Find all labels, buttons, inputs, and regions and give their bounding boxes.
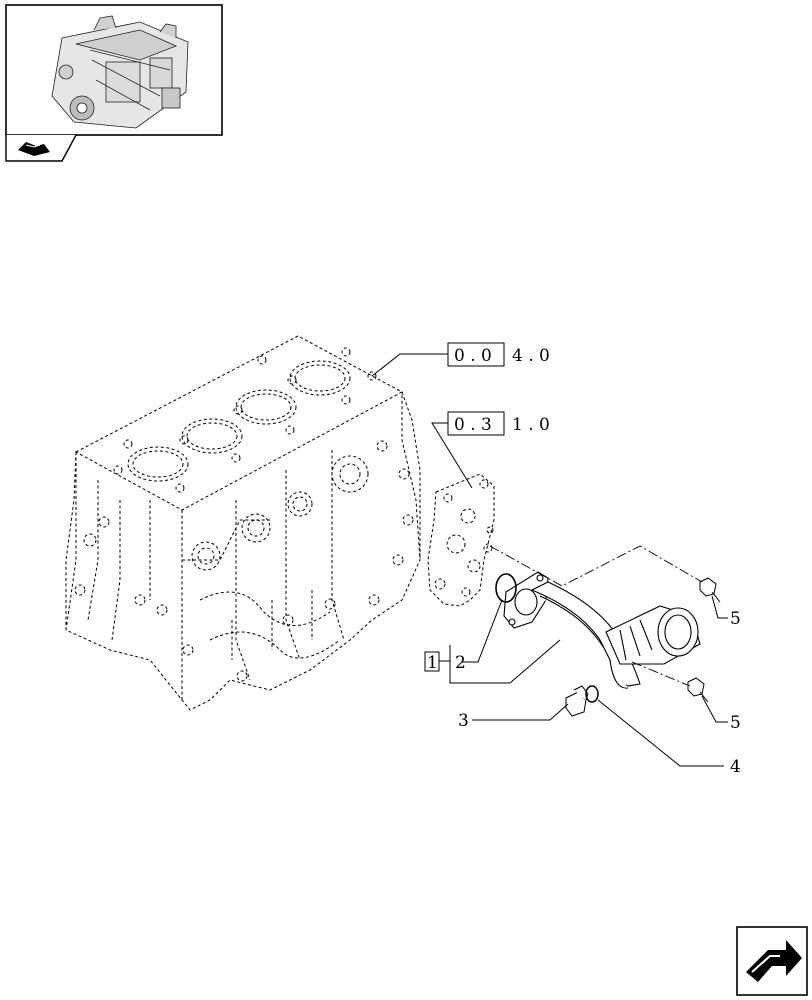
- callout-5-upper-label: 5: [730, 609, 741, 629]
- callout-5-lower-label: 5: [730, 713, 741, 733]
- reference-boxed-text: 0 . 3: [454, 415, 492, 435]
- next-page-arrow-icon: [746, 940, 802, 982]
- plug-3: [565, 685, 589, 717]
- reference-boxed-text: 0 . 0: [454, 346, 492, 366]
- next-page-button[interactable]: [736, 926, 808, 996]
- callout-group-1: 1: [424, 651, 440, 673]
- engine-thumbnail[interactable]: [5, 4, 223, 136]
- front-cover-plate: [427, 473, 495, 607]
- page-tab[interactable]: [5, 134, 77, 162]
- callout-3-label: 3: [458, 711, 469, 731]
- reference-0-04-0[interactable]: 0 . 0 4 . 0: [447, 342, 550, 367]
- callout-4-label: 4: [730, 757, 741, 777]
- oil-pipe-assembly: [503, 571, 701, 689]
- callout-1-label: 1: [427, 653, 438, 673]
- o-ring-2: [495, 573, 517, 603]
- leader-lines: [371, 353, 728, 767]
- screw-5-upper: [699, 577, 721, 603]
- reference-rest-text: 1 . 0: [512, 415, 550, 435]
- reference-rest-text: 4 . 0: [512, 346, 550, 366]
- screw-5-lower: [687, 677, 709, 703]
- engine-block: [65, 335, 421, 711]
- page-tab-icon: [18, 142, 50, 156]
- reference-0-31-0[interactable]: 0 . 3 1 . 0: [447, 411, 550, 436]
- alignment-lines: [489, 545, 703, 687]
- o-ring-4: [585, 685, 599, 703]
- callout-2-label: 2: [455, 653, 466, 673]
